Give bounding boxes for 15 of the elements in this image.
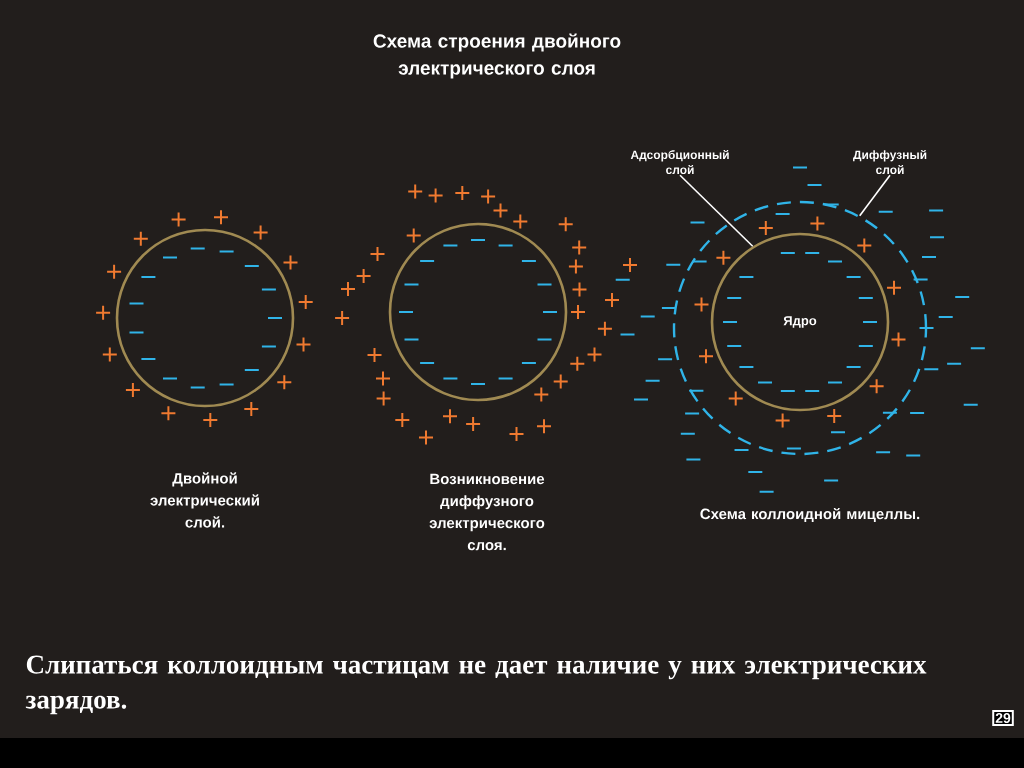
- label-text: Диффузный слой: [853, 150, 927, 174]
- label-text: Ядро: [783, 316, 817, 328]
- dashed-circle: [672, 200, 928, 456]
- label-text: Адсорбционный слой: [630, 150, 729, 174]
- leader-line: [858, 174, 891, 217]
- particle-circle: [115, 228, 295, 408]
- particle-circle: [388, 222, 568, 402]
- caption-text: Двойной электрический слой.: [150, 472, 259, 528]
- leader-line: [679, 174, 754, 248]
- caption: Слипаться коллоидным частицам не дает наличие у них электрических зарядов.: [25, 655, 927, 715]
- core-circle: [710, 232, 890, 412]
- page-number: 29: [992, 710, 1014, 726]
- title: Схема строения двойного электрического слоя: [373, 33, 621, 79]
- caption-text: Схема коллоидной мицеллы.: [700, 507, 920, 523]
- caption-text: Возникновение диффузного электрического слоя.: [429, 473, 545, 551]
